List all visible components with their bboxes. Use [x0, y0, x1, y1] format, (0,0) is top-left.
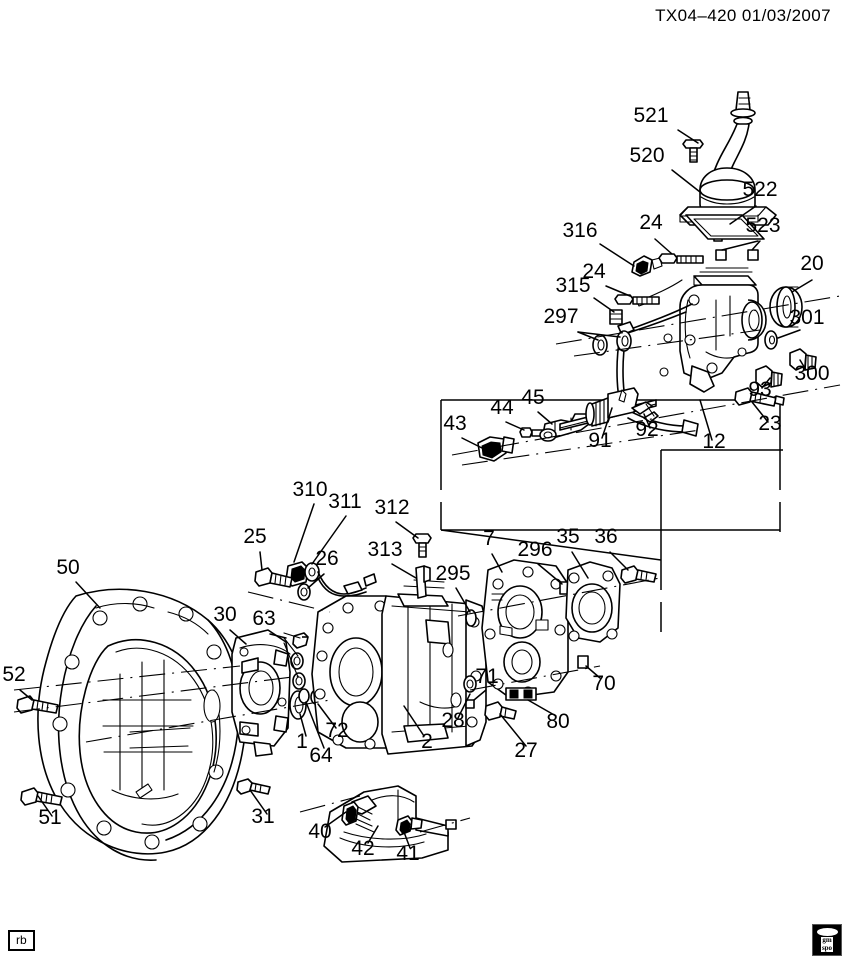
- callout-25: 25: [243, 525, 266, 548]
- part-41-bolt: [395, 815, 423, 836]
- part-64-plug: [298, 688, 310, 704]
- part-316-clip: [631, 255, 663, 277]
- callout-71: 71: [475, 665, 498, 688]
- part-27-bolt: [484, 701, 517, 721]
- bracket-stud: [445, 819, 457, 830]
- callout-72: 72: [325, 719, 348, 742]
- part-521-bolt: [682, 139, 704, 163]
- callout-35: 35: [556, 525, 579, 548]
- callout-2: 2: [421, 730, 433, 753]
- callout-91: 91: [588, 429, 611, 452]
- part-35-retainer: [565, 561, 621, 643]
- callout-296: 296: [517, 538, 552, 561]
- part-50-bell-housing: [37, 588, 247, 861]
- part-301-seal: [764, 330, 778, 350]
- part-25-bolt: [254, 567, 293, 588]
- logo-text-spo: spo: [821, 943, 833, 952]
- drawing-header: TX04–420 01/03/2007: [655, 6, 831, 25]
- part-297-seals: [592, 330, 632, 356]
- callout-300: 300: [794, 362, 829, 385]
- callout-7: 7: [483, 527, 495, 550]
- callout-316: 316: [562, 219, 597, 242]
- gm-spo-logo: gm spo: [812, 924, 842, 956]
- callout-36: 36: [594, 525, 617, 548]
- part-63-bolts: [283, 632, 309, 690]
- part-23-bolt: [734, 387, 785, 407]
- part-315-plug: [609, 309, 623, 325]
- callout-24-lower: 24: [582, 260, 606, 283]
- callout-12: 12: [702, 430, 725, 453]
- part-42-support-bracket: [323, 785, 449, 863]
- part-313-bracket: [415, 565, 431, 599]
- callout-520: 520: [629, 144, 664, 167]
- part-522-gasket: [685, 214, 765, 240]
- callout-44: 44: [490, 396, 514, 419]
- callout-93: 93: [748, 378, 771, 401]
- part-40-bolt: [341, 801, 359, 826]
- callout-80: 80: [546, 710, 569, 733]
- callout-92: 92: [635, 418, 658, 441]
- callout-30: 30: [213, 603, 236, 626]
- callout-51: 51: [38, 806, 61, 829]
- callout-297: 297: [543, 305, 578, 328]
- callout-28: 28: [441, 709, 464, 732]
- callout-1: 1: [296, 730, 308, 753]
- logo-oval: [816, 928, 838, 936]
- callout-522: 522: [742, 178, 777, 201]
- callout-523: 523: [745, 214, 780, 237]
- callout-40: 40: [308, 820, 331, 843]
- callout-64: 64: [309, 744, 333, 767]
- callout-24-upper: 24: [639, 211, 663, 234]
- callout-42: 42: [351, 837, 374, 860]
- part-71-seals: [463, 675, 477, 693]
- part-28-retainer: [465, 699, 475, 709]
- part-312-bolt: [412, 533, 432, 558]
- shift-rail-detail: [477, 387, 659, 462]
- callout-50: 50: [56, 556, 79, 579]
- part-311-wire-harness: [317, 571, 377, 597]
- part-523-dowels: [715, 249, 759, 261]
- callout-313: 313: [367, 538, 402, 561]
- callout-43: 43: [443, 412, 466, 435]
- callout-45: 45: [521, 386, 544, 409]
- leader-lines: [19, 129, 813, 849]
- callout-31: 31: [251, 805, 274, 828]
- callout-27: 27: [514, 739, 537, 762]
- part-31-bolt: [236, 778, 271, 795]
- part-80-vent: [505, 687, 537, 701]
- callout-63: 63: [252, 607, 275, 630]
- part-52-bolt: [16, 695, 59, 714]
- callout-310: 310: [292, 478, 327, 501]
- callout-312: 312: [374, 496, 409, 519]
- assembly-centerlines: [13, 295, 841, 833]
- part-26-seal: [297, 583, 311, 601]
- part-93-plug: [755, 365, 783, 388]
- callout-20: 20: [800, 252, 823, 275]
- callout-52: 52: [2, 663, 25, 686]
- callout-315: 315: [555, 274, 590, 297]
- callout-295: 295: [435, 562, 470, 585]
- callout-301: 301: [789, 306, 824, 329]
- callout-labels: 521 520 522 523 316 24 24 315 297 20 301…: [2, 104, 829, 865]
- part-24-bolts: [614, 253, 704, 305]
- part-12-shift-tower-housing: [679, 267, 767, 393]
- callout-521: 521: [633, 104, 668, 127]
- callout-23: 23: [758, 412, 781, 435]
- logo-text-gm: gm: [822, 936, 832, 944]
- callout-26: 26: [315, 547, 338, 570]
- part-30-bearing-retainer: [231, 629, 291, 757]
- callout-311: 311: [328, 490, 361, 513]
- part-7-extension-housing: [481, 559, 569, 699]
- part-36-bolt: [620, 565, 657, 584]
- revision-mark: rb: [8, 930, 35, 951]
- callout-41: 41: [396, 842, 419, 865]
- part-2-transmission-case: [311, 579, 487, 755]
- callout-70: 70: [592, 672, 615, 695]
- logo-text: gm spo: [820, 936, 834, 952]
- part-20-bearing: [769, 286, 803, 328]
